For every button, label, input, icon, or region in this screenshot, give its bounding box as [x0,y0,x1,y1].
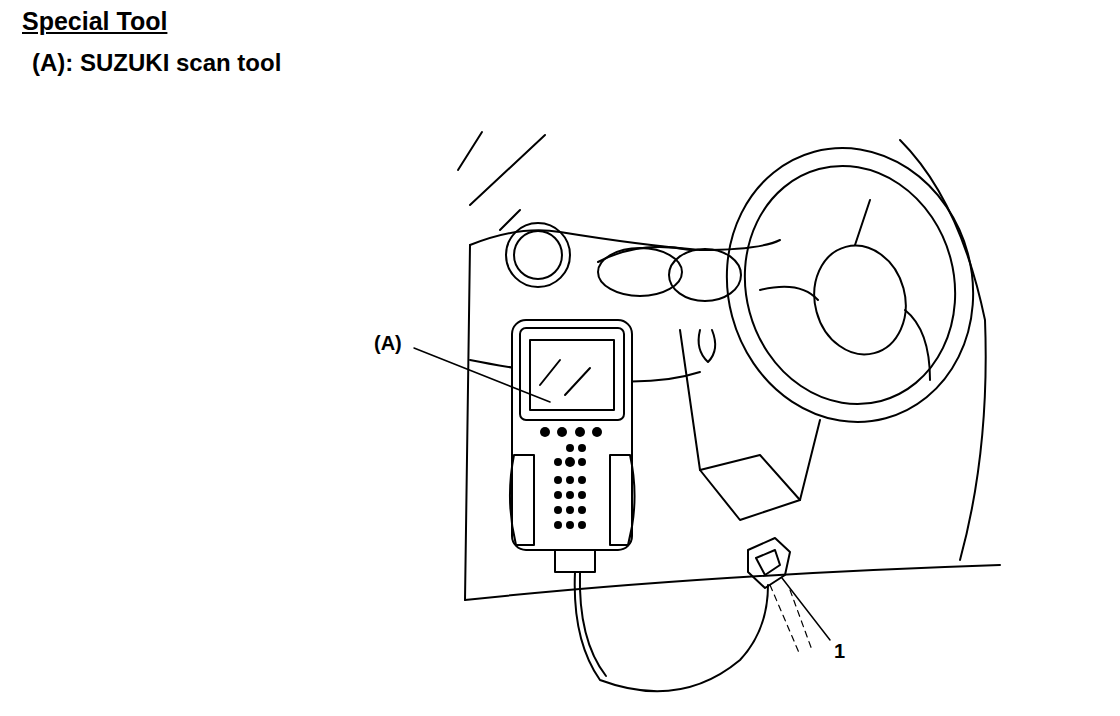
pillar-line [458,132,482,170]
floor-line [465,565,1000,600]
leader-line [414,348,550,402]
tool-plug [555,550,595,572]
steering-wheel [696,120,1003,450]
air-vent [514,231,562,279]
dlc-connector [756,550,780,575]
scan-tool-grip [610,455,635,545]
scan-tool-bezel [520,328,624,420]
section-heading: Special Tool [22,8,167,36]
air-vent [506,223,570,287]
callout-number: 1 [834,640,845,662]
tool-caption: (A): SUZUKI scan tool [32,50,281,76]
callout-letter: (A) [374,332,402,354]
scan-tool [512,320,632,550]
door-line [900,140,986,560]
steering-hub [802,235,917,365]
pillar-line [470,135,545,205]
steering-spoke [760,200,930,380]
steering-column [700,455,800,500]
scan-tool-keys [540,427,602,529]
scan-tool-grip [510,455,534,545]
screen-glare [540,360,590,395]
hidden-line [770,585,812,655]
cable [580,572,606,676]
gauge [669,249,741,301]
dashboard-edge [465,245,470,600]
cable [575,572,768,691]
pillar-line [500,210,520,230]
gauge-hood [598,247,690,262]
steering-wheel [718,142,981,428]
column-lever [699,330,716,362]
